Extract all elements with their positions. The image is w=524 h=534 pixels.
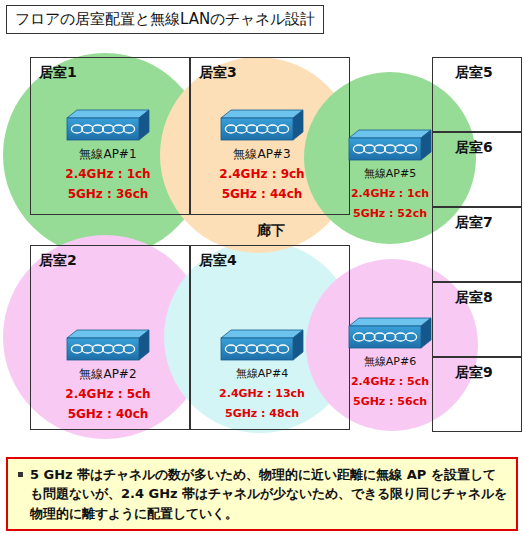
coverage-area xyxy=(306,259,478,431)
room-name: 居室7 xyxy=(455,214,517,232)
channel-label: 2.4GHz : 5ch xyxy=(351,372,429,392)
room-name: 居室3 xyxy=(199,64,345,82)
bullet-mark xyxy=(17,471,25,479)
channel-label: 5GHz : 52ch xyxy=(353,204,427,224)
channel-label: 2.4GHz : 1ch xyxy=(351,184,429,204)
room-name: 居室5 xyxy=(455,64,517,82)
note-box: 5 GHz 帯はチャネルの数が多いため、物理的に近い距離に無線 AP を設置して… xyxy=(6,457,518,532)
room-box: 居室1 無線AP#12.4GHz : 1ch5GHz : 36ch xyxy=(30,57,190,215)
channel-label: 5GHz : 36ch xyxy=(68,184,149,204)
room-name: 居室9 xyxy=(455,364,517,382)
room-box: 居室3 無線AP#32.4GHz : 9ch5GHz : 44ch xyxy=(190,57,350,215)
room-box: 居室5 xyxy=(432,57,522,132)
corridor-label: 廊下 xyxy=(257,222,285,240)
channel-label: 5GHz : 56ch xyxy=(353,392,427,412)
ap-name: 無線AP#2 xyxy=(79,364,136,384)
access-point: 無線AP#42.4GHz : 13ch5GHz : 48ch xyxy=(216,328,308,424)
note-text: 5 GHz 帯はチャネルの数が多いため、物理的に近い距離に無線 AP を設置して… xyxy=(30,465,508,524)
ap-name: 無線AP#1 xyxy=(79,144,136,164)
room-box: 居室6 xyxy=(432,132,522,207)
room-name: 居室6 xyxy=(455,139,517,157)
room-name: 居室4 xyxy=(199,252,345,270)
access-point: 無線AP#32.4GHz : 9ch5GHz : 44ch xyxy=(216,108,308,204)
access-point-icon xyxy=(219,328,305,362)
access-point: 無線AP#12.4GHz : 1ch5GHz : 36ch xyxy=(62,108,154,204)
room-box: 居室8 xyxy=(432,282,522,357)
access-point: 無線AP#62.4GHz : 5ch5GHz : 56ch xyxy=(346,316,434,412)
room-name: 居室8 xyxy=(455,289,517,307)
channel-label: 2.4GHz : 5ch xyxy=(65,384,150,404)
access-point-icon xyxy=(65,108,151,142)
room-name: 居室2 xyxy=(39,252,185,270)
channel-label: 5GHz : 40ch xyxy=(68,404,149,424)
access-point-icon xyxy=(65,328,151,362)
room-box: 居室2 無線AP#22.4GHz : 5ch5GHz : 40ch xyxy=(30,245,190,430)
room-box: 居室7 xyxy=(432,207,522,282)
access-point: 無線AP#22.4GHz : 5ch5GHz : 40ch xyxy=(62,328,154,424)
channel-label: 5GHz : 44ch xyxy=(222,184,303,204)
channel-label: 5GHz : 48ch xyxy=(225,404,299,424)
access-point-icon xyxy=(219,108,305,142)
access-point: 無線AP#52.4GHz : 1ch5GHz : 52ch xyxy=(346,128,434,224)
coverage-area xyxy=(304,72,476,244)
channel-label: 2.4GHz : 9ch xyxy=(219,164,304,184)
room-box: 居室4 無線AP#42.4GHz : 13ch5GHz : 48ch xyxy=(190,245,350,430)
room-box: 居室9 xyxy=(432,357,522,432)
ap-name: 無線AP#6 xyxy=(364,352,416,372)
ap-name: 無線AP#5 xyxy=(364,164,416,184)
channel-label: 2.4GHz : 1ch xyxy=(65,164,150,184)
access-point-icon xyxy=(347,128,433,162)
access-point-icon xyxy=(347,316,433,350)
ap-name: 無線AP#4 xyxy=(236,364,288,384)
ap-name: 無線AP#3 xyxy=(233,144,290,164)
diagram-title: フロアの居室配置と無線LANのチャネル設計 xyxy=(6,5,324,34)
room-name: 居室1 xyxy=(39,64,185,82)
channel-label: 2.4GHz : 13ch xyxy=(219,384,305,404)
